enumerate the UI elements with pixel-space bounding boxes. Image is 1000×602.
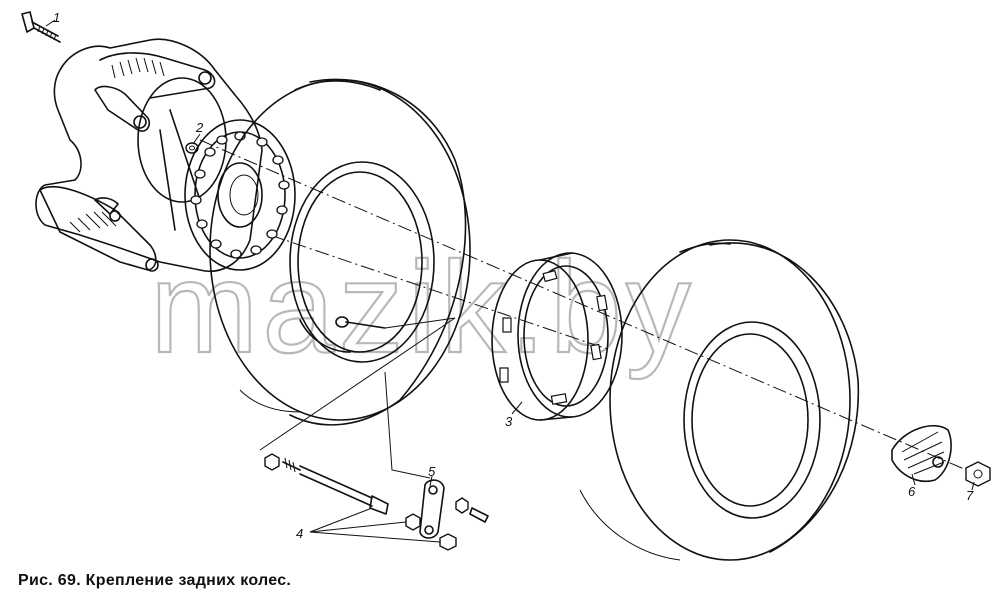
wheel-axis-line: [199, 139, 986, 479]
nut-part-7: [965, 461, 991, 487]
inner-axis-line: [269, 234, 611, 351]
callout-labels: 1 2 3 4 5 6 7: [53, 10, 974, 541]
spacer-ring-part-3: [491, 252, 623, 421]
callout-5: 5: [428, 464, 436, 479]
callout-1: 1: [53, 10, 60, 25]
callout-3: 3: [505, 414, 513, 429]
callout-2: 2: [195, 120, 204, 135]
bracket-part-5: [419, 479, 489, 539]
callout-4: 4: [296, 526, 303, 541]
axle-hub-assembly: [35, 38, 263, 272]
hub-cap-part-6: [891, 425, 952, 482]
callout-7: 7: [966, 488, 974, 503]
bolt-part-1: [21, 11, 61, 43]
tie-rod-part-4: [264, 453, 457, 551]
figure-caption: Рис. 69. Крепление задних колес.: [18, 572, 292, 589]
callout-6: 6: [908, 484, 916, 499]
outer-tire: [579, 239, 860, 561]
inner-tire: [209, 78, 471, 426]
leader-lines: [45, 19, 975, 491]
